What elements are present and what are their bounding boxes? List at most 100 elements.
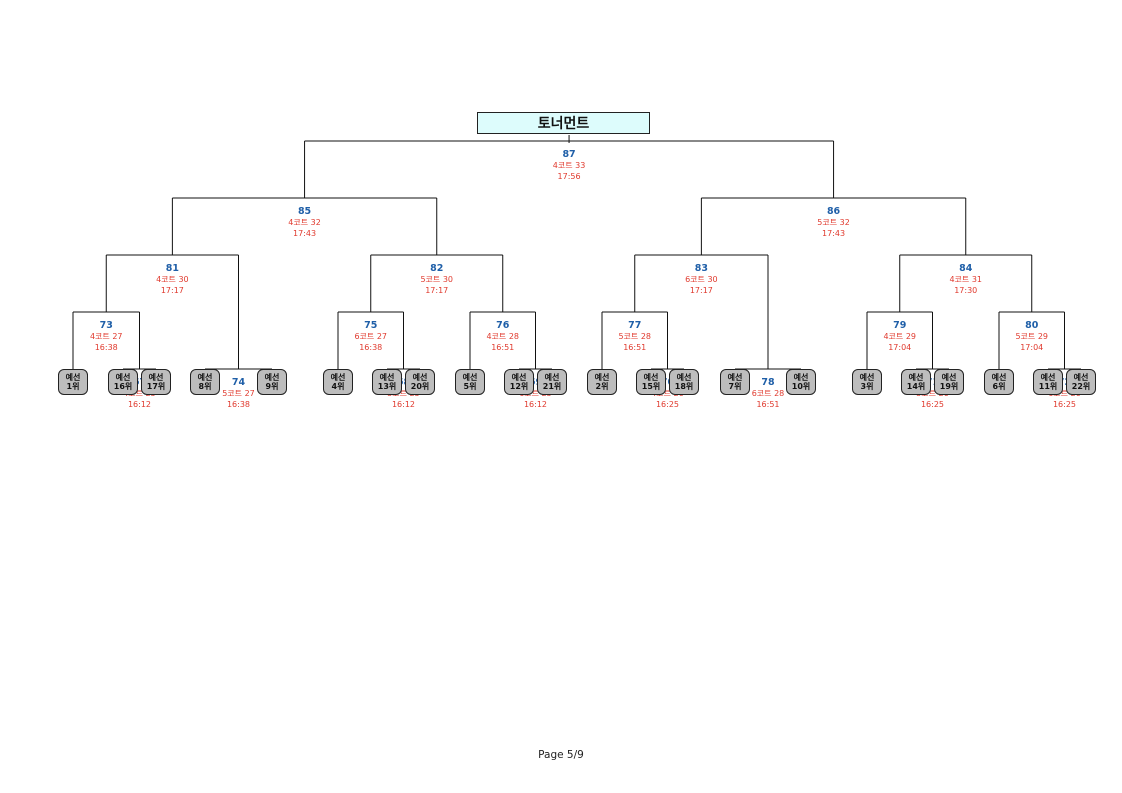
seed-label: 예선 [544,373,560,382]
match-court: 6코트 26 [1048,389,1081,398]
match-number: 82 [430,263,444,274]
match-number: 84 [959,263,973,274]
seed-rank: 18위 [674,382,694,391]
match-court: 4코트 32 [288,218,321,227]
match-number: 68 [396,377,411,388]
seed-label: 예선 [727,373,743,382]
seed-rank: 12위 [509,382,529,391]
match-court: 5코트 29 [1015,332,1049,341]
seed-rank: 20위 [410,382,430,391]
match-number: 73 [99,320,113,331]
seed-label: 예선 [511,373,527,382]
match-number: 86 [826,206,841,217]
seed-rank: 7위 [728,382,742,391]
seed-label: 예선 [65,373,81,382]
match-time: 16:51 [491,343,515,352]
seed-label: 예선 [594,373,610,382]
match-time: 16:25 [655,400,680,409]
match-court: 6코트 30 [685,275,718,284]
seed-rank: 6위 [992,382,1006,391]
seed-label: 예선 [643,373,659,382]
seed-label: 예선 [793,373,809,382]
seed-rank: 14위 [906,382,926,391]
seed-label: 예선 [197,373,213,382]
match-number: 87 [562,149,576,160]
seed-rank: 9위 [265,382,279,391]
match-court: 4코트 33 [552,161,586,170]
seed-rank: 4위 [331,382,345,391]
match-time: 16:38 [226,400,251,409]
seed-label: 예선 [379,373,395,382]
seed-label: 예선 [148,373,164,382]
match-time: 16:51 [623,343,647,352]
seed-label: 예선 [991,373,1007,382]
match-time: 16:25 [920,400,945,409]
match-time: 16:51 [756,400,780,409]
match-number: 79 [893,320,907,331]
seed-rank: 8위 [198,382,212,391]
match-court: 5코트 28 [618,332,652,341]
match-number: 81 [165,263,179,274]
seed-rank: 5위 [463,382,477,391]
seed-rank: 11위 [1038,382,1058,391]
match-court: 5코트 27 [222,389,255,398]
match-time: 17:04 [1020,343,1044,352]
match-court: 4코트 28 [486,332,520,341]
match-number: 71 [925,377,940,388]
match-time: 17:17 [160,286,184,295]
seed-label: 예선 [412,373,428,382]
match-number: 77 [628,320,642,331]
match-number: 74 [231,377,246,388]
seed-label: 예선 [264,373,280,382]
match-court: 5코트 30 [420,275,454,284]
match-court: 5코트 26 [916,389,949,398]
seed-rank: 1위 [66,382,80,391]
match-time: 17:04 [888,343,912,352]
seed-rank: 13위 [377,382,397,391]
seed-label: 예선 [859,373,875,382]
seed-rank: 16위 [113,382,133,391]
match-court: 4코트 29 [883,332,917,341]
seed-rank: 17위 [146,382,166,391]
match-number: 69 [528,377,543,388]
match-court: 4코트 27 [89,332,123,341]
match-court: 5코트 32 [817,218,850,227]
seed-label: 예선 [908,373,924,382]
seed-rank: 3위 [860,382,874,391]
match-number: 67 [132,377,147,388]
match-time: 17:43 [822,229,846,238]
seed-label: 예선 [941,373,957,382]
match-court: 4코트 31 [949,275,983,284]
seed-label: 예선 [330,373,346,382]
match-court: 5코트 25 [387,389,420,398]
match-number: 85 [297,206,312,217]
match-time: 16:12 [391,400,416,409]
match-court: 4코트 26 [651,389,684,398]
page-number: Page 5/9 [538,749,584,761]
tournament-title: 토너먼트 [477,112,650,134]
